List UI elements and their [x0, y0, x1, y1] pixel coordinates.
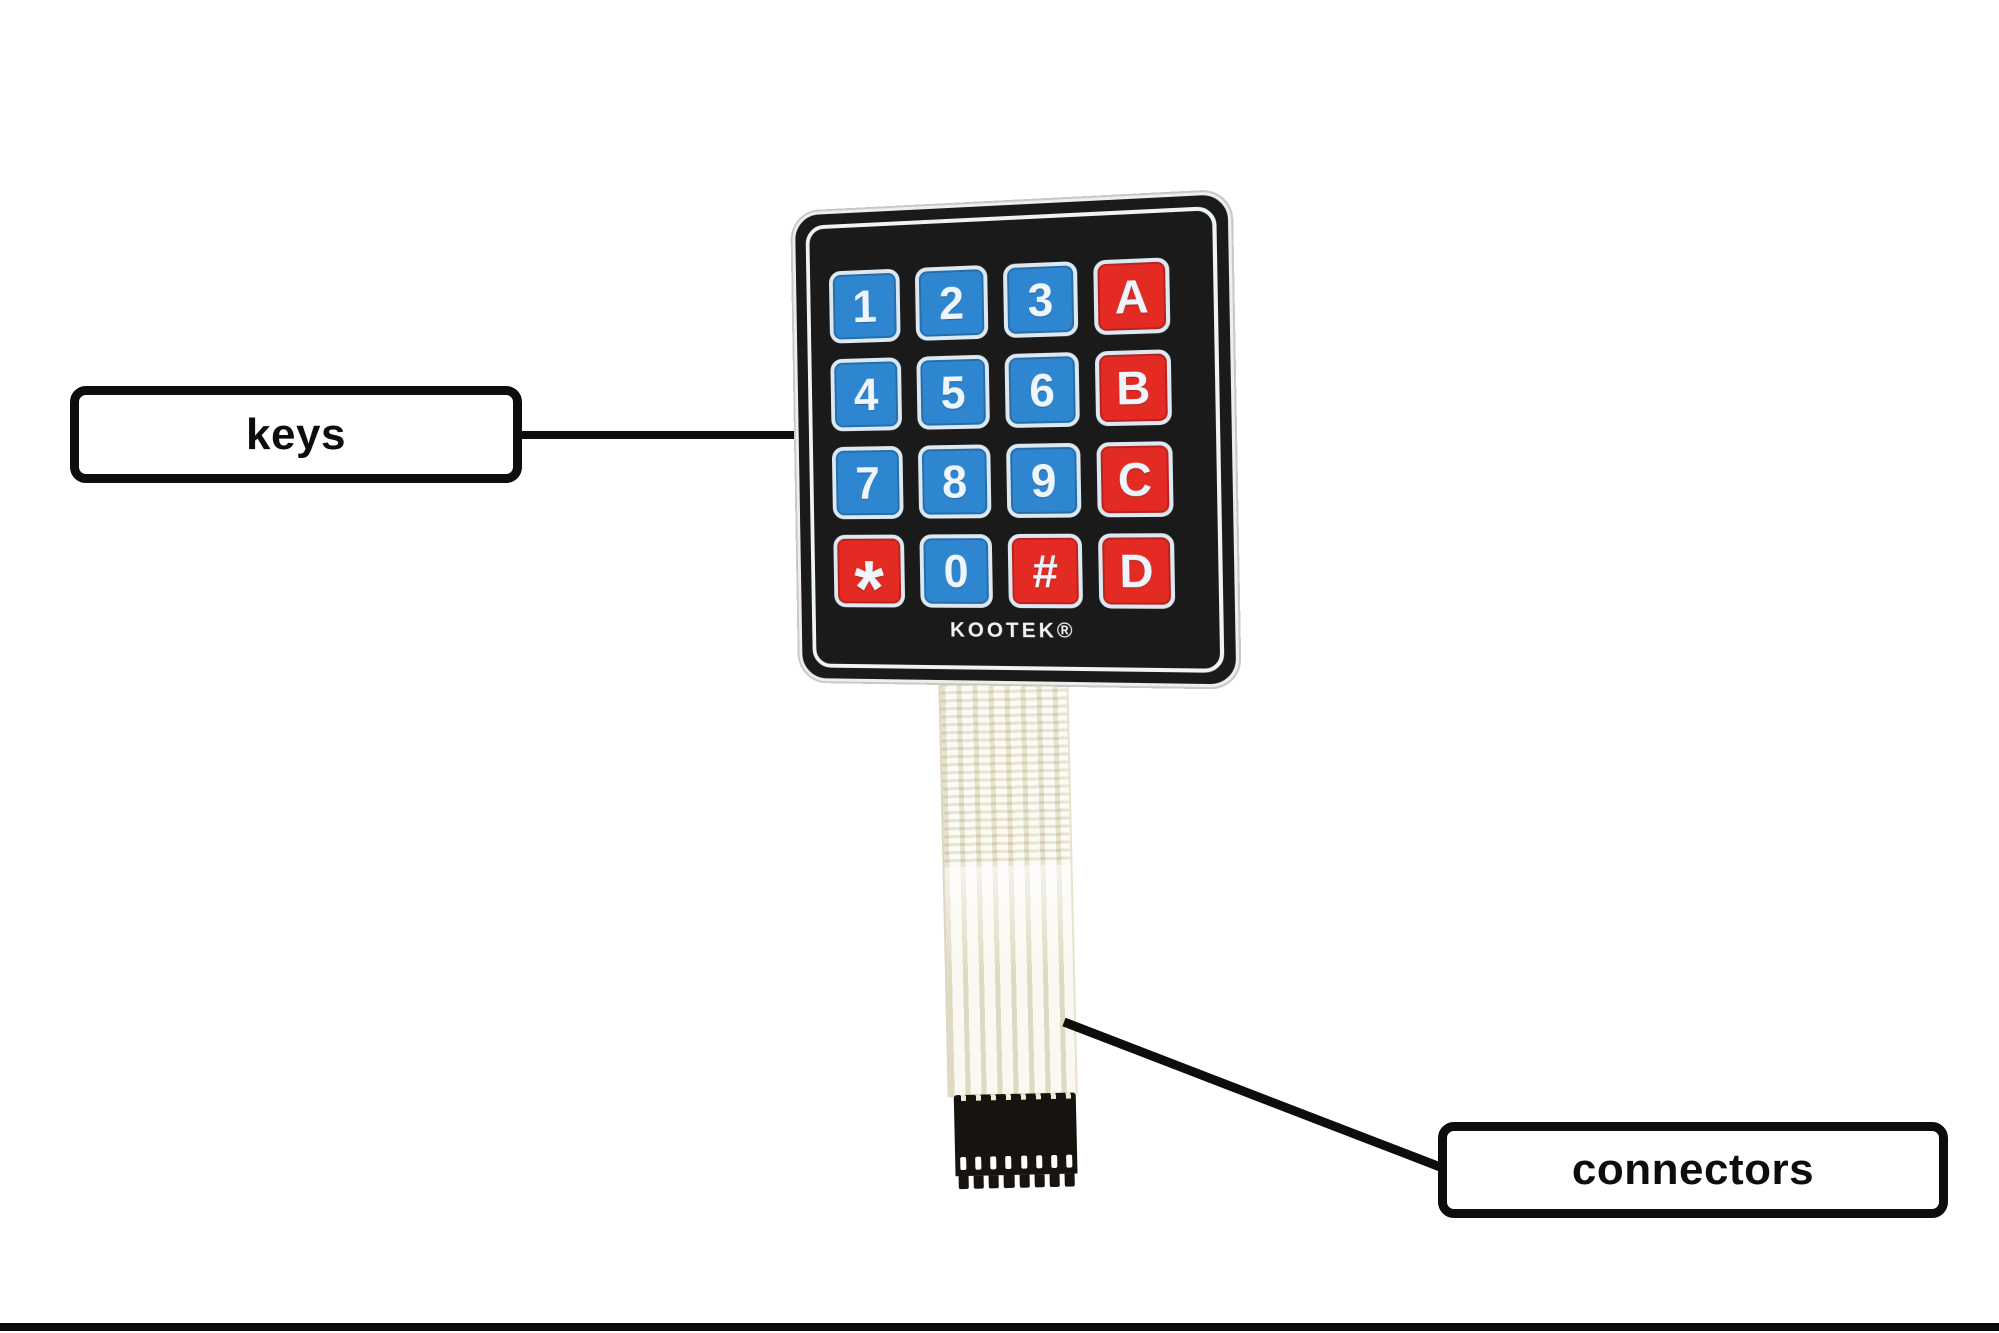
key-hash: #	[1007, 533, 1084, 609]
key-b: B	[1094, 349, 1173, 427]
key-d: D	[1097, 533, 1176, 609]
key-6: 6	[1004, 351, 1080, 429]
key-label: 4	[853, 368, 879, 421]
bottom-border-line	[0, 1323, 1999, 1331]
key-star: *	[833, 534, 906, 632]
key-label: 2	[938, 276, 965, 330]
key-7: 7	[831, 445, 904, 520]
key-4: 4	[830, 357, 903, 432]
key-label: 7	[854, 457, 881, 509]
key-label: 6	[1028, 363, 1056, 417]
connectors-callout-label: connectors	[1571, 1145, 1815, 1194]
key-2: 2	[914, 264, 989, 341]
key-c: C	[1096, 441, 1174, 518]
key-a: A	[1093, 257, 1171, 336]
key-label: 3	[1027, 273, 1054, 327]
key-label: 0	[943, 545, 970, 597]
key-0: 0	[919, 534, 994, 608]
brand-label: KOOTEK®	[949, 618, 1076, 643]
key-8: 8	[917, 444, 992, 519]
keys-callout-box: keys	[70, 386, 522, 483]
key-label: #	[1031, 544, 1059, 598]
key-9: 9	[1006, 442, 1082, 519]
key-label: B	[1115, 361, 1151, 415]
key-label: 1	[851, 280, 878, 333]
key-1: 1	[828, 268, 901, 344]
key-5: 5	[916, 354, 990, 430]
keypad-grid: 1 2 3 A 4 5 6 B 7 8 9 C * 0 # D	[828, 257, 1176, 632]
key-label: 8	[941, 455, 968, 508]
connectors-callout-line	[1062, 1017, 1450, 1175]
key-label: C	[1117, 452, 1153, 507]
key-label: 9	[1030, 454, 1057, 507]
membrane-keypad: 1 2 3 A 4 5 6 B 7 8 9 C * 0 # D KOOTEK®	[792, 190, 1240, 688]
connectors-callout-box: connectors	[1438, 1122, 1948, 1218]
keys-callout-label: keys	[246, 409, 346, 459]
key-label: 5	[940, 366, 966, 419]
key-3: 3	[1002, 261, 1079, 339]
key-label: D	[1118, 544, 1155, 598]
key-label: A	[1114, 269, 1150, 324]
